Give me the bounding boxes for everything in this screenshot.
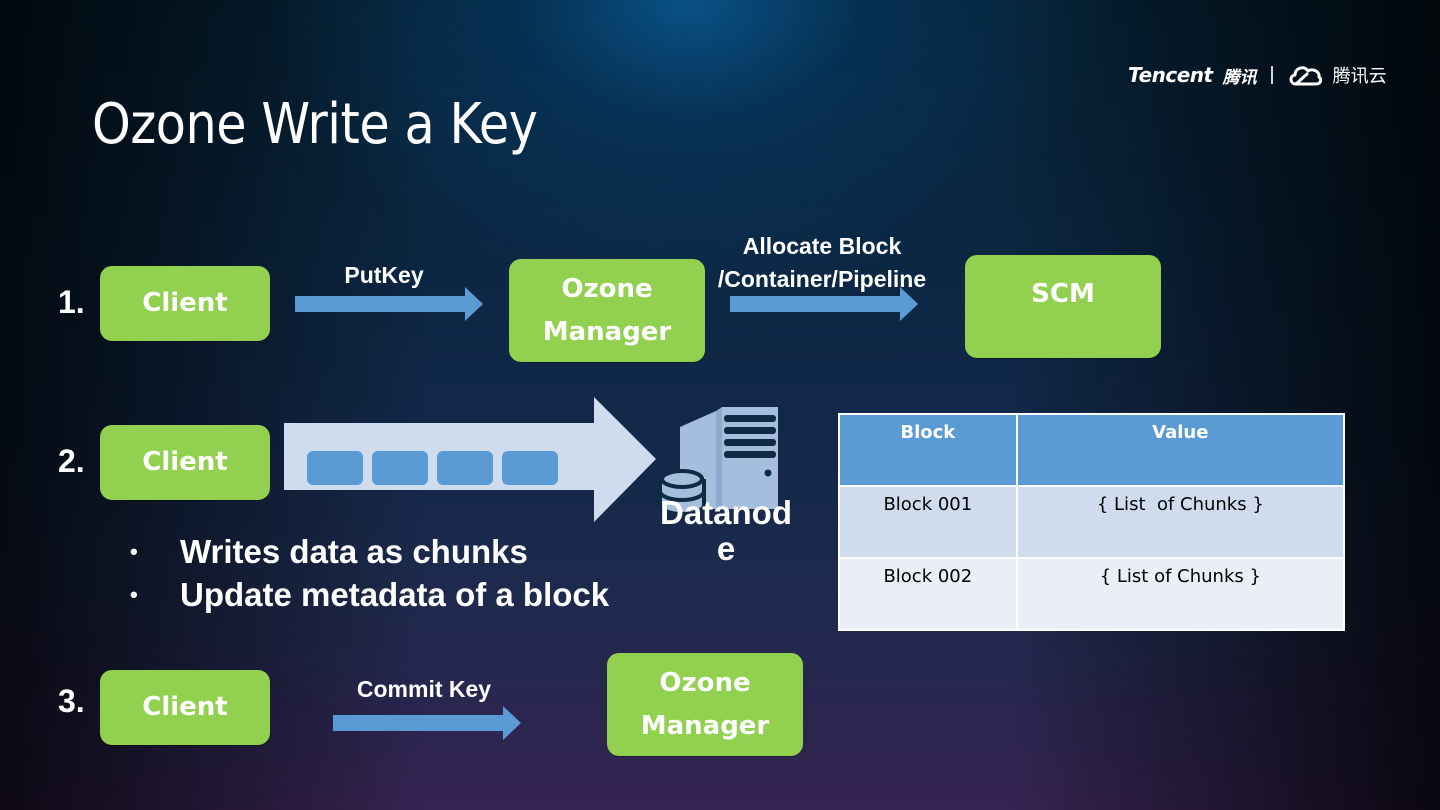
scm-box: SCM (965, 255, 1161, 358)
putkey-label: PutKey (344, 262, 424, 288)
datanode-server-icon (658, 407, 778, 515)
allocate-block-label: Allocate Block /Container/Pipeline (706, 230, 938, 296)
block-metadata-table: Block Value Block 001 { List of Chunks }… (838, 413, 1346, 631)
allocate-block-line1: Allocate Block (742, 233, 902, 259)
step-2-bullet-list: • Writes data as chunks • Update metadat… (130, 530, 609, 616)
step-1-ozone-manager-box: Ozone Manager (509, 259, 705, 362)
datanode-label: Datanode (660, 494, 792, 567)
logo-brand-cn: 腾讯 (1222, 67, 1257, 87)
chunk-block (437, 451, 493, 485)
chunk-block (502, 451, 558, 485)
cell-value: { List of Chunks } (1015, 485, 1346, 559)
bullet-item: • Update metadata of a block (130, 573, 609, 616)
step-1-client-box: Client (100, 266, 270, 341)
commit-key-arrow-icon (333, 706, 521, 740)
logo-cloud-cn: 腾讯云 (1332, 66, 1387, 86)
scm-label: SCM (1031, 279, 1095, 309)
step-1-number: 1. (58, 284, 85, 320)
cell-value: { List of Chunks } (1015, 557, 1346, 631)
step-3-client-box: Client (100, 670, 270, 745)
chunk-stream-arrow (284, 397, 659, 522)
chunk-block (307, 451, 363, 485)
allocate-arrow-icon (730, 287, 918, 321)
bullet-icon: • (130, 538, 138, 564)
step-3-ozone-manager-box: Ozone Manager (607, 653, 803, 756)
table-header-row: Block Value (838, 413, 1346, 487)
step-2-number: 2. (58, 443, 85, 479)
client-label: Client (142, 692, 228, 722)
chunk-block (372, 451, 428, 485)
logo-brand: Tencent (1128, 63, 1213, 87)
step-2-client-box: Client (100, 425, 270, 500)
client-label: Client (142, 447, 228, 477)
bullet-text: Writes data as chunks (180, 532, 528, 570)
cloud-icon (1289, 66, 1322, 86)
ozone-label: Ozone (561, 273, 653, 304)
client-label: Client (142, 288, 228, 318)
putkey-arrow-icon (295, 287, 483, 321)
bullet-text: Update metadata of a block (180, 575, 610, 613)
bullet-item: • Writes data as chunks (130, 530, 609, 573)
logo-separator (1270, 66, 1273, 84)
bullet-icon: • (130, 581, 138, 607)
cell-block: Block 001 (838, 485, 1018, 559)
step-3-number: 3. (58, 683, 85, 719)
ozone-label: Ozone (659, 667, 751, 698)
header-value: Value (1015, 413, 1346, 487)
page-title: Ozone Write a Key (92, 92, 538, 157)
commit-key-label: Commit Key (356, 676, 492, 702)
cell-block: Block 002 (838, 557, 1018, 631)
tencent-logo: Tencent 腾讯 腾讯云 (1128, 58, 1387, 92)
manager-label: Manager (542, 316, 672, 347)
manager-label: Manager (640, 710, 770, 741)
header-block: Block (838, 413, 1018, 487)
table-row: Block 002 { List of Chunks } (838, 557, 1346, 631)
table-row: Block 001 { List of Chunks } (838, 485, 1346, 559)
allocate-block-line2: /Container/Pipeline (717, 266, 927, 292)
